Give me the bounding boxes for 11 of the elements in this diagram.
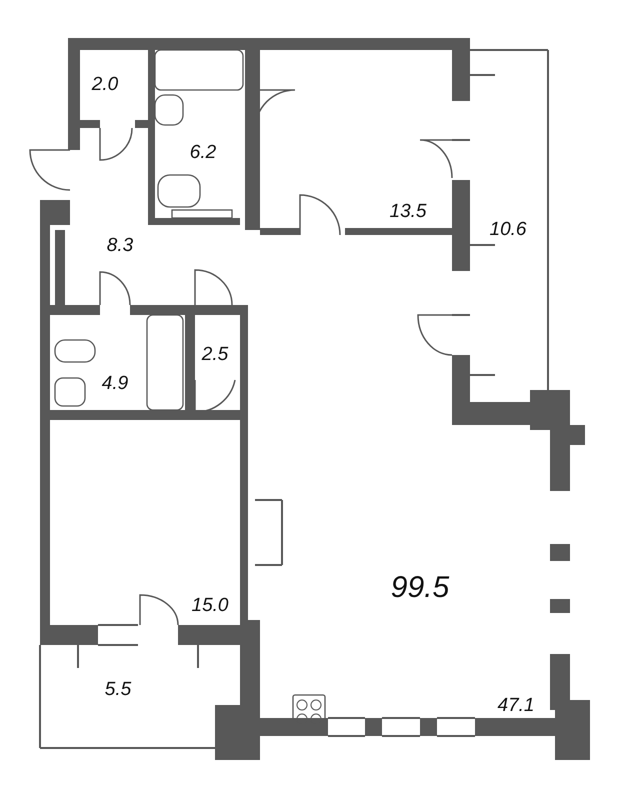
area-label: 8.3 [106,235,134,257]
area-label: 15.0 [192,595,228,617]
area-label: 10.6 [490,219,526,241]
area-label: 5.5 [104,679,132,701]
area-label: 2.0 [92,74,118,96]
area-label: 47.1 [498,695,534,717]
area-label: 4.9 [102,373,128,395]
area-label: 13.5 [390,201,426,223]
area-label: 99.5 [390,571,450,605]
area-label: 6.2 [190,142,216,164]
area-label: 2.5 [202,344,228,366]
